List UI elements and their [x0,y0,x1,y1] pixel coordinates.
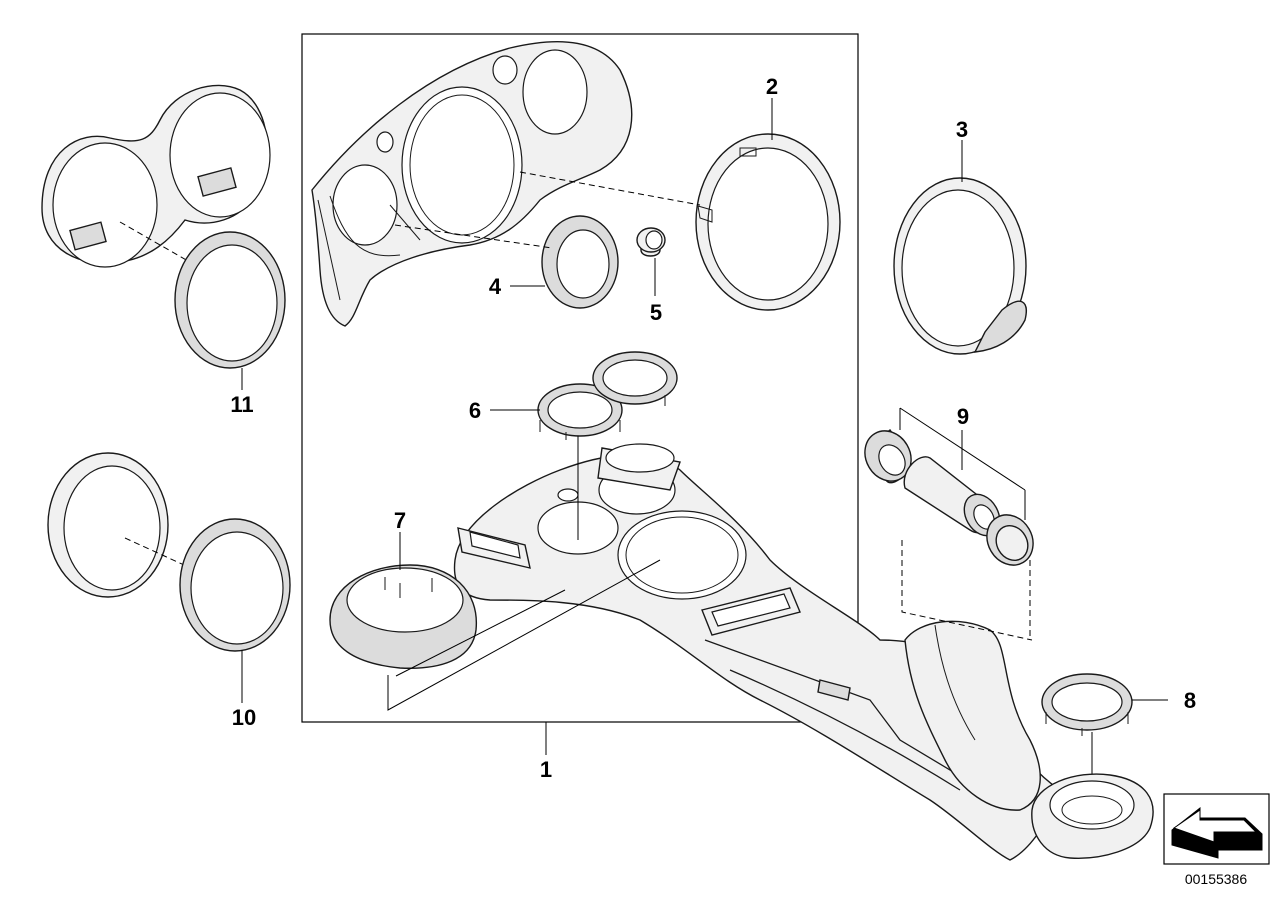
lighter-sleeve [864,429,912,484]
callout-9: 9 [957,404,969,429]
gauge-ring-11 [174,231,286,369]
cupholder-bezel-7 [329,564,477,669]
twin-gauge-cluster [41,84,271,268]
callout-4: 4 [489,274,502,299]
callout-1: 1 [540,757,552,782]
callout-10: 10 [232,705,256,730]
cupholder-ring-8 [1041,673,1133,736]
speedometer-ring [695,133,841,311]
center-console [453,443,1061,861]
cupholder-ring-6 [537,383,623,440]
callout-11: 11 [230,392,253,417]
callout-8: 8 [1184,688,1196,713]
reference-number: 00155386 [1185,871,1248,887]
bezel-sleeve [636,227,666,257]
callout-5: 5 [650,300,662,325]
gauge-ring-10 [179,518,291,652]
cupholder-housing-8 [1031,773,1154,859]
shifter-boot [904,620,1041,811]
single-gauge [47,452,169,598]
direction-arrow-icon [1171,806,1263,859]
large-trim-ring [893,177,1027,355]
direction-indicator [1163,793,1270,865]
callout-2: 2 [766,74,778,99]
lighter-cap [986,514,1034,566]
callout-6: 6 [469,398,481,423]
lighter-tube [903,456,1001,537]
small-instrument-bezel [541,215,619,309]
assembly-frame [301,33,859,723]
callout-7: 7 [394,508,406,533]
callout-3: 3 [956,117,968,142]
cupholder-ring-6b [592,351,678,406]
dashboard-trim-panel [311,41,633,327]
